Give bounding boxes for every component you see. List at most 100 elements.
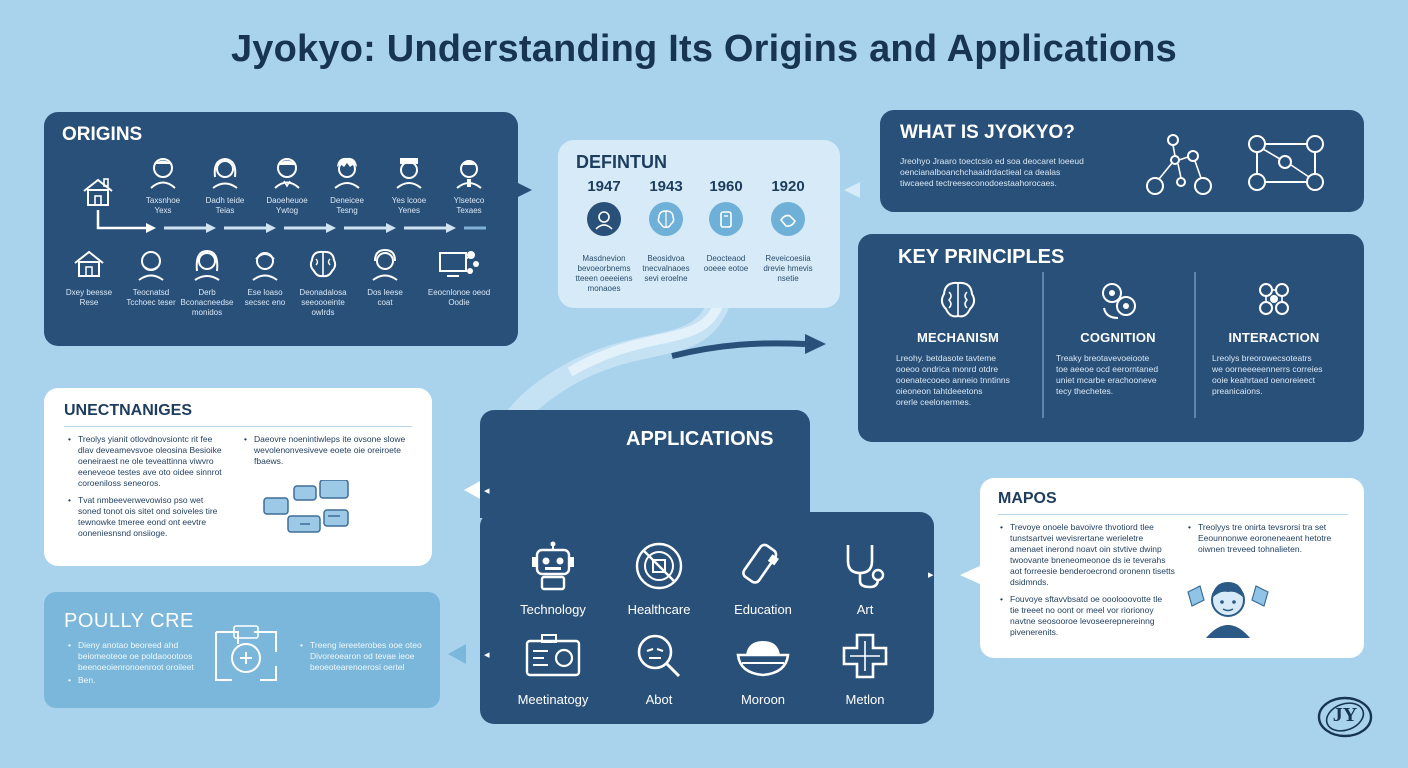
- applications-connector: [480, 488, 810, 518]
- hand-circle-icon: [771, 202, 805, 236]
- poully-panel: POULLY CRE Dieny anotao beoreed ahd beio…: [44, 592, 440, 708]
- definition-panel: DEFINTUN 1947 1943 1960 1920 Masdnevion …: [558, 140, 840, 308]
- year-2: 1943: [649, 178, 683, 195]
- bowl-icon: [708, 628, 818, 684]
- origin-bottom-5: Deonadalosa seeoooeinte owlrds: [288, 244, 358, 318]
- usb-drive-icon: [708, 538, 818, 594]
- gears-icon: [1038, 274, 1198, 326]
- app-healthcare: Healthcare: [604, 538, 714, 617]
- year-1: 1947: [587, 178, 621, 195]
- app-metlon: Metlon: [810, 628, 920, 707]
- page-title: Jyokyo: Understanding Its Origins and Ap…: [230, 28, 1178, 70]
- chevron-left-icon: ◂: [484, 649, 490, 661]
- principle-mechanism: MECHANISM Lreohy. betdasote tavteme ooeo…: [878, 274, 1038, 408]
- origin-top-1: Taxsnhoe Yexs: [132, 152, 194, 216]
- brain-icon: [288, 244, 358, 284]
- divider: [1194, 272, 1196, 418]
- stethoscope-icon: [810, 538, 920, 594]
- principle-interaction: INTERACTION Lreolys breorowecsoteatrs we…: [1194, 274, 1354, 397]
- chat-bubbles-icon: [262, 479, 352, 542]
- app-abot: Abot: [604, 628, 714, 707]
- origin-top-6: Ylseteco Texaes: [438, 152, 500, 216]
- app-education: Education: [708, 538, 818, 617]
- what-is-panel: WHAT IS JYOKYO? Jreohyo Jraaro toectcsio…: [880, 110, 1364, 212]
- app-moroon: Moroon: [708, 628, 818, 707]
- definition-label-2: Beosidvoa tnecvalnaoes sevi eroelne: [642, 254, 690, 283]
- divider: [1042, 272, 1044, 418]
- circuit-icon: [208, 622, 284, 690]
- person-icon: [316, 152, 378, 192]
- definition-title: DEFINTUN: [576, 152, 667, 172]
- unectnaniges-panel: UNECTNANIGES Treolys yianit otlovdnovsio…: [44, 388, 432, 566]
- origins-panel: ORIGINS Taxsnhoe Yexs Dadh teide Teias D…: [44, 112, 518, 346]
- person-icon: [172, 244, 242, 284]
- robot-icon: [498, 538, 608, 594]
- divider: [998, 514, 1348, 515]
- year-4: 1920: [771, 178, 805, 195]
- person-icon: [438, 152, 500, 192]
- origin-bottom-6: Dos leese coat: [350, 244, 420, 308]
- poully-list-left: Dieny anotao beoreed ahd beiomeoteoe oe …: [68, 640, 218, 692]
- person-circle-icon: [587, 202, 621, 236]
- app-art: Art: [810, 538, 920, 617]
- origin-top-4: Deneicee Tesng: [316, 152, 378, 216]
- app-technology: Technology: [498, 538, 608, 617]
- mapos-panel: MAPOS Trevoye onoele bavoivre thvotiord …: [980, 478, 1364, 658]
- magnifier-face-icon: [604, 628, 714, 684]
- person-icon: [378, 152, 440, 192]
- what-is-text: Jreohyo Jraaro toectcsio ed soa deocaret…: [900, 156, 1084, 188]
- key-principles-title: KEY PRINCIPLES: [898, 246, 1065, 268]
- chevron-left-icon: ◂: [484, 485, 490, 497]
- monitor-network-icon: [414, 244, 504, 284]
- origins-title: ORIGINS: [62, 124, 143, 145]
- camera-icon: [498, 628, 608, 684]
- definition-label-4: Reveicoesiia drevie hmevis nsetie: [763, 254, 813, 283]
- person-icon: [1178, 572, 1278, 642]
- principle-cognition: COGNITION Treaky breotavevoeioote toe ae…: [1038, 274, 1198, 397]
- device-circle-icon: [709, 202, 743, 236]
- house-icon: [54, 244, 124, 284]
- origin-bottom-4: Ese loaso secsec eno: [230, 244, 300, 308]
- applications-header: [480, 410, 810, 490]
- origin-bottom-3: Derb Bconacneedse monidos: [172, 244, 242, 318]
- mapos-list-right: Treolyys tre onirta tevsrorsi tra set Ee…: [1188, 522, 1358, 561]
- year-3: 1960: [709, 178, 743, 195]
- jy-logo: JY: [1316, 694, 1374, 740]
- connected-nodes-icon: [1244, 130, 1330, 198]
- timeline-arrows: [96, 210, 486, 233]
- divider: [64, 426, 412, 427]
- origin-top-3: Daoeheuoe Ywtog: [256, 152, 318, 216]
- healthcare-icon: [604, 538, 714, 594]
- key-principles-panel: KEY PRINCIPLES MECHANISM Lreohy. betdaso…: [858, 234, 1364, 442]
- mapos-list-left: Trevoye onoele bavoivre thvotiord tlee t…: [1000, 522, 1184, 644]
- brain-circle-icon: [649, 202, 683, 236]
- origin-bottom-7: Eeocnlonoe oeod Oodie: [414, 244, 504, 308]
- applications-panel: [480, 512, 934, 724]
- poully-title: POULLY CRE: [64, 610, 194, 632]
- person-headset-icon: [350, 244, 420, 284]
- network-icon: [1142, 130, 1218, 198]
- origin-top-2: Dadh teide Teias: [194, 152, 256, 216]
- what-is-title: WHAT IS JYOKYO?: [900, 122, 1075, 143]
- unectnaniges-title: UNECTNANIGES: [64, 402, 193, 419]
- origin-top-5: Yes lcooe Yenes: [378, 152, 440, 216]
- chevron-right-icon: ▸: [928, 569, 934, 581]
- person-icon: [256, 152, 318, 192]
- origin-bottom-1: Dxey beesse Rese: [54, 244, 124, 308]
- unectnaniges-list-left: Treolys yianit otlovdnovsiontc rit fee d…: [68, 434, 248, 545]
- person-icon: [230, 244, 300, 284]
- origin-bottom-2: Teocnatsd Tcchoec teser: [116, 244, 186, 308]
- plus-cross-icon: [810, 628, 920, 684]
- mapos-title: MAPOS: [998, 490, 1057, 507]
- unectnaniges-list-right: Daeovre noenintiwleps ite ovsone slowe w…: [244, 434, 424, 473]
- person-icon: [194, 152, 256, 192]
- poully-list-right: Treeng lereeterobes ooe oteo Divoreoearo…: [300, 640, 436, 679]
- molecule-icon: [1194, 274, 1354, 326]
- definition-label-1: Masdnevion bevoeorbnems tteeen oeeeiens …: [575, 254, 633, 293]
- person-icon: [116, 244, 186, 284]
- definition-label-3: Deocteaod ooeee eotoe: [703, 254, 749, 273]
- house-icon: [78, 172, 118, 212]
- app-meetinatogy: Meetinatogy: [498, 628, 608, 707]
- applications-title: APPLICATIONS: [626, 428, 774, 450]
- person-icon: [132, 152, 194, 192]
